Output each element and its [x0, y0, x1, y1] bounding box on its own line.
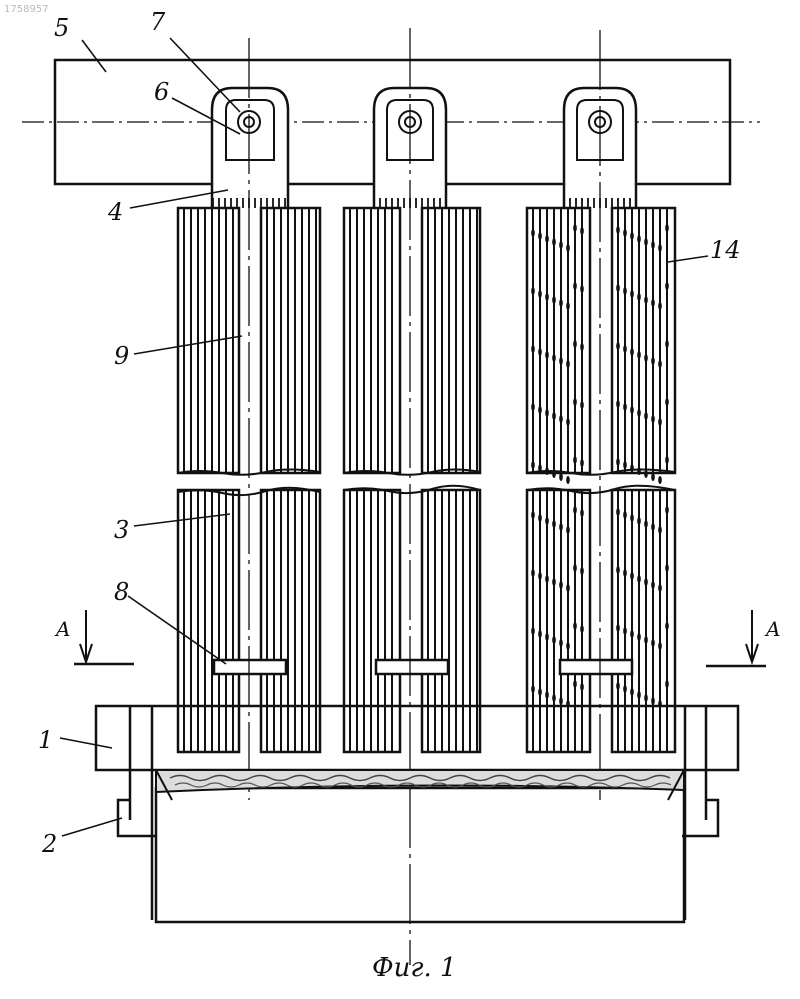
- section-marker-right: A: [706, 610, 780, 666]
- label-6: 6: [154, 78, 169, 106]
- label-1: 1: [38, 726, 53, 754]
- label-2: 2: [41, 830, 57, 858]
- hanger-left: [212, 88, 288, 208]
- cell-bath: [156, 788, 684, 922]
- label-5: 5: [54, 14, 69, 42]
- section-marker-left: A: [54, 610, 134, 664]
- label-9: 9: [114, 342, 129, 370]
- label-8: 8: [114, 578, 129, 606]
- bracket-left: [118, 800, 156, 836]
- section-letter-left: A: [54, 617, 70, 641]
- label-4: 4: [107, 198, 123, 226]
- figure-caption: Фиг. 1: [372, 953, 457, 983]
- label-3: 3: [114, 516, 129, 544]
- label-7: 7: [150, 8, 166, 36]
- bracket-right: [682, 800, 718, 836]
- label-14: 14: [710, 236, 741, 264]
- crust-layer: [156, 770, 684, 800]
- document-number: 1758957: [4, 4, 49, 15]
- section-letter-right: A: [764, 617, 780, 641]
- cross-bars: [214, 660, 632, 674]
